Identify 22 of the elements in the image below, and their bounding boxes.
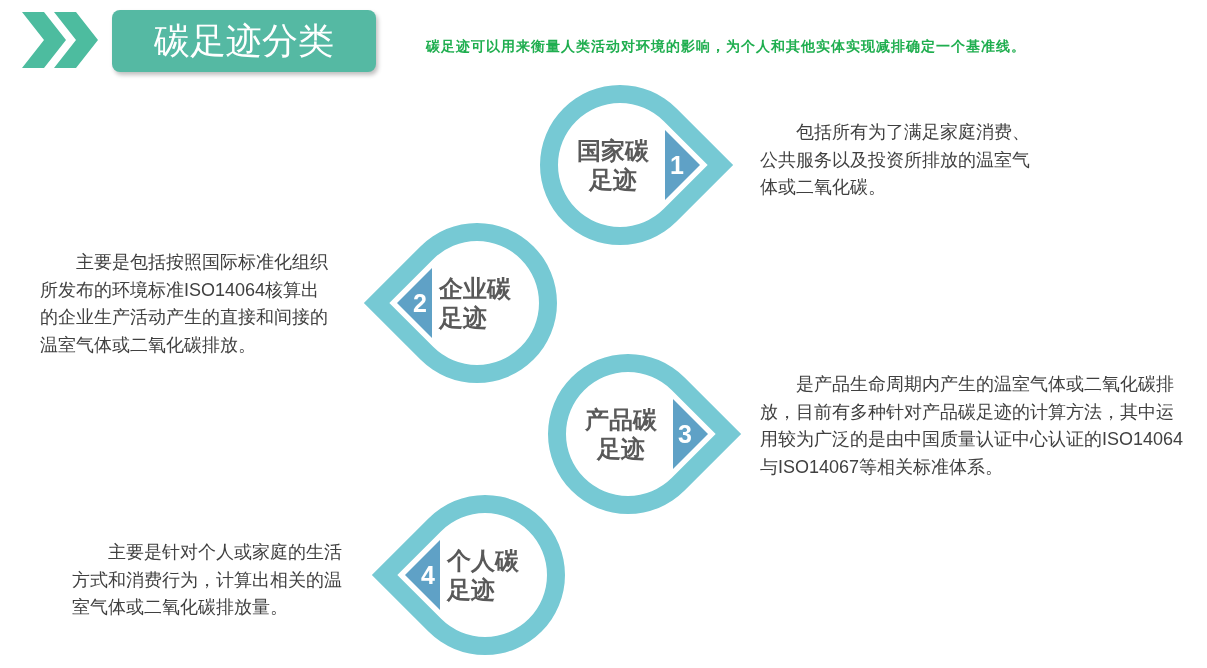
title-banner: 碳足迹分类 <box>112 10 376 72</box>
teardrop-shape <box>548 354 742 514</box>
number-triangle <box>405 540 440 610</box>
step-number: 1 <box>670 152 684 178</box>
node-title: 企业碳足迹 <box>439 274 512 332</box>
number-triangle <box>665 130 700 200</box>
step-number: 2 <box>413 290 427 316</box>
description-text: 主要是针对个人或家庭的生活方式和消费行为，计算出相关的温室气体或二氧化碳排放量。 <box>72 541 343 619</box>
node-title: 国家碳足迹 <box>576 136 650 194</box>
teardrop-shape <box>371 495 565 655</box>
teardrop-shape <box>363 223 557 383</box>
description-text: 是产品生命周期内产生的温室气体或二氧化碳排放，目前有多种针对产品碳足迹的计算方法，其中运用较为广泛的是由中国质量认证中心认证的ISO14064与ISO14067等相关标准体系。 <box>760 373 1185 479</box>
number-triangle <box>673 399 708 469</box>
step-number: 4 <box>421 562 435 588</box>
subtitle-text: 碳足迹可以用来衡量人类活动对环境的影响，为个人和其他实体实现减排确定一个基准线。 <box>426 37 1026 56</box>
description-text: 主要是包括按照国际标准化组织所发布的环境标准ISO14064核算出的企业生产活动产生的直接和间接的温室气体或二氧化碳排放。 <box>40 251 329 357</box>
node-title: 产品碳足迹 <box>584 405 658 463</box>
description-text: 包括所有为了满足家庭消费、公共服务以及投资所排放的温室气体或二氧化碳。 <box>760 121 1031 199</box>
step-number: 3 <box>678 421 692 447</box>
number-triangle <box>397 268 432 338</box>
node-title: 个人碳足迹 <box>447 546 520 604</box>
teardrop-shape <box>540 85 734 245</box>
